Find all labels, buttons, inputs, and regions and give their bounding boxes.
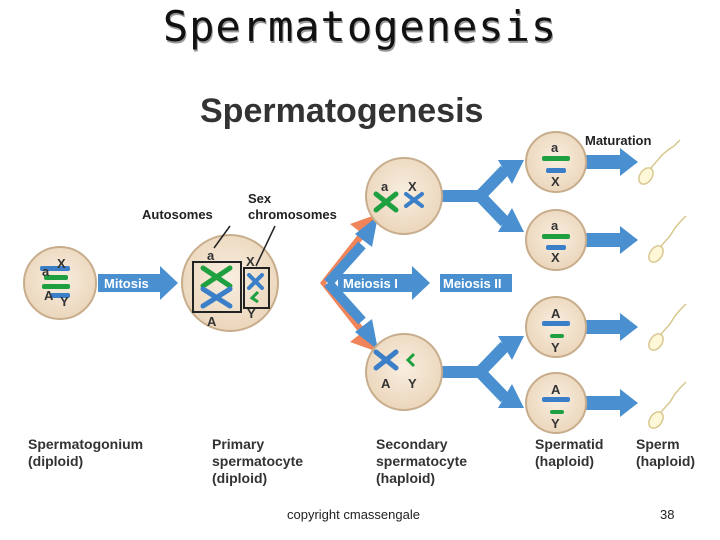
label-primary-y: Y bbox=[247, 306, 256, 321]
sperm-2 bbox=[648, 215, 687, 263]
primary-spermatocyte-cell bbox=[181, 225, 279, 332]
label-spermatogonium-A: A bbox=[44, 288, 54, 303]
label-mitosis: Mitosis bbox=[104, 276, 149, 291]
label-sex-chromosomes: Sex chromosomes bbox=[248, 191, 337, 222]
stage-name: Primary spermatocyte bbox=[212, 436, 304, 469]
stage-ploidy: (haploid) bbox=[376, 470, 436, 486]
stage-name: Sperm bbox=[636, 436, 680, 452]
secondary-spermatocyte-bottom bbox=[365, 333, 443, 411]
secondary-spermatocyte-top bbox=[365, 157, 443, 235]
stage-ploidy: (haploid) bbox=[636, 453, 696, 469]
stage-name: Spermatogonium bbox=[28, 436, 144, 452]
label-maturation: Maturation bbox=[585, 133, 652, 148]
label-primary-a: a bbox=[207, 248, 215, 263]
meiosis2-arrow bbox=[440, 274, 512, 292]
stage-sperm: Sperm (haploid) bbox=[636, 436, 695, 470]
stage-name: Secondary spermatocyte bbox=[376, 436, 468, 469]
label-meiosis-2: Meiosis II bbox=[443, 276, 502, 291]
label-autosomes: Autosomes bbox=[142, 207, 213, 222]
spermatogonium-cell bbox=[23, 246, 97, 320]
label-secondary-top-x: X bbox=[408, 179, 417, 194]
label-primary-x: X bbox=[246, 254, 255, 269]
stage-primary-spermatocyte: Primary spermatocyte (diploid) bbox=[212, 436, 303, 487]
spermatid-3 bbox=[525, 296, 587, 358]
stage-spermatogonium: Spermatogonium (diploid) bbox=[28, 436, 143, 470]
copyright-text: copyright cmassengale bbox=[287, 507, 420, 522]
meiosis1-arrow bbox=[278, 214, 430, 352]
label-secondary-top-a: a bbox=[381, 179, 389, 194]
stage-secondary-spermatocyte: Secondary spermatocyte (haploid) bbox=[376, 436, 467, 487]
spermatid-1 bbox=[525, 131, 587, 193]
label-spermatogonium-x: X bbox=[57, 256, 66, 271]
label-secondary-bottom-y: Y bbox=[408, 376, 417, 391]
label-spermatid3-y: Y bbox=[551, 340, 560, 355]
label-secondary-bottom-A: A bbox=[381, 376, 391, 391]
label-spermatid3-A: A bbox=[551, 306, 561, 321]
label-spermatogonium-y: Y bbox=[60, 294, 69, 309]
page-number: 38 bbox=[660, 507, 675, 522]
label-spermatid4-A: A bbox=[551, 382, 561, 397]
meiosis2-fork-bottom bbox=[440, 336, 524, 408]
stage-ploidy: (diploid) bbox=[212, 470, 268, 486]
maturation-arrows bbox=[582, 148, 638, 417]
label-spermatid4-y: Y bbox=[551, 416, 560, 431]
sperm-3 bbox=[648, 303, 687, 351]
label-spermatid2-x: X bbox=[551, 250, 560, 265]
stage-spermatid: Spermatid (haploid) bbox=[535, 436, 603, 470]
label-spermatid1-x: X bbox=[551, 174, 560, 189]
sperm-4 bbox=[648, 381, 687, 429]
stage-ploidy: (haploid) bbox=[535, 453, 595, 469]
meiosis2-fork-top bbox=[440, 160, 524, 232]
slide-title: Spermatogenesis bbox=[162, 2, 558, 51]
label-primary-A: A bbox=[207, 314, 217, 329]
diagram-title: Spermatogenesis bbox=[200, 92, 484, 130]
stage-name: Spermatid bbox=[535, 436, 604, 452]
spermatid-2 bbox=[525, 209, 587, 271]
label-spermatogonium-a: a bbox=[42, 264, 50, 279]
sperm-1 bbox=[638, 139, 681, 185]
stage-ploidy: (diploid) bbox=[28, 453, 84, 469]
mitosis-arrow bbox=[98, 266, 178, 300]
spermatid-4 bbox=[525, 372, 587, 434]
label-spermatid2-a: a bbox=[551, 218, 559, 233]
label-meiosis-1: Meiosis I bbox=[343, 276, 398, 291]
label-spermatid1-a: a bbox=[551, 140, 559, 155]
